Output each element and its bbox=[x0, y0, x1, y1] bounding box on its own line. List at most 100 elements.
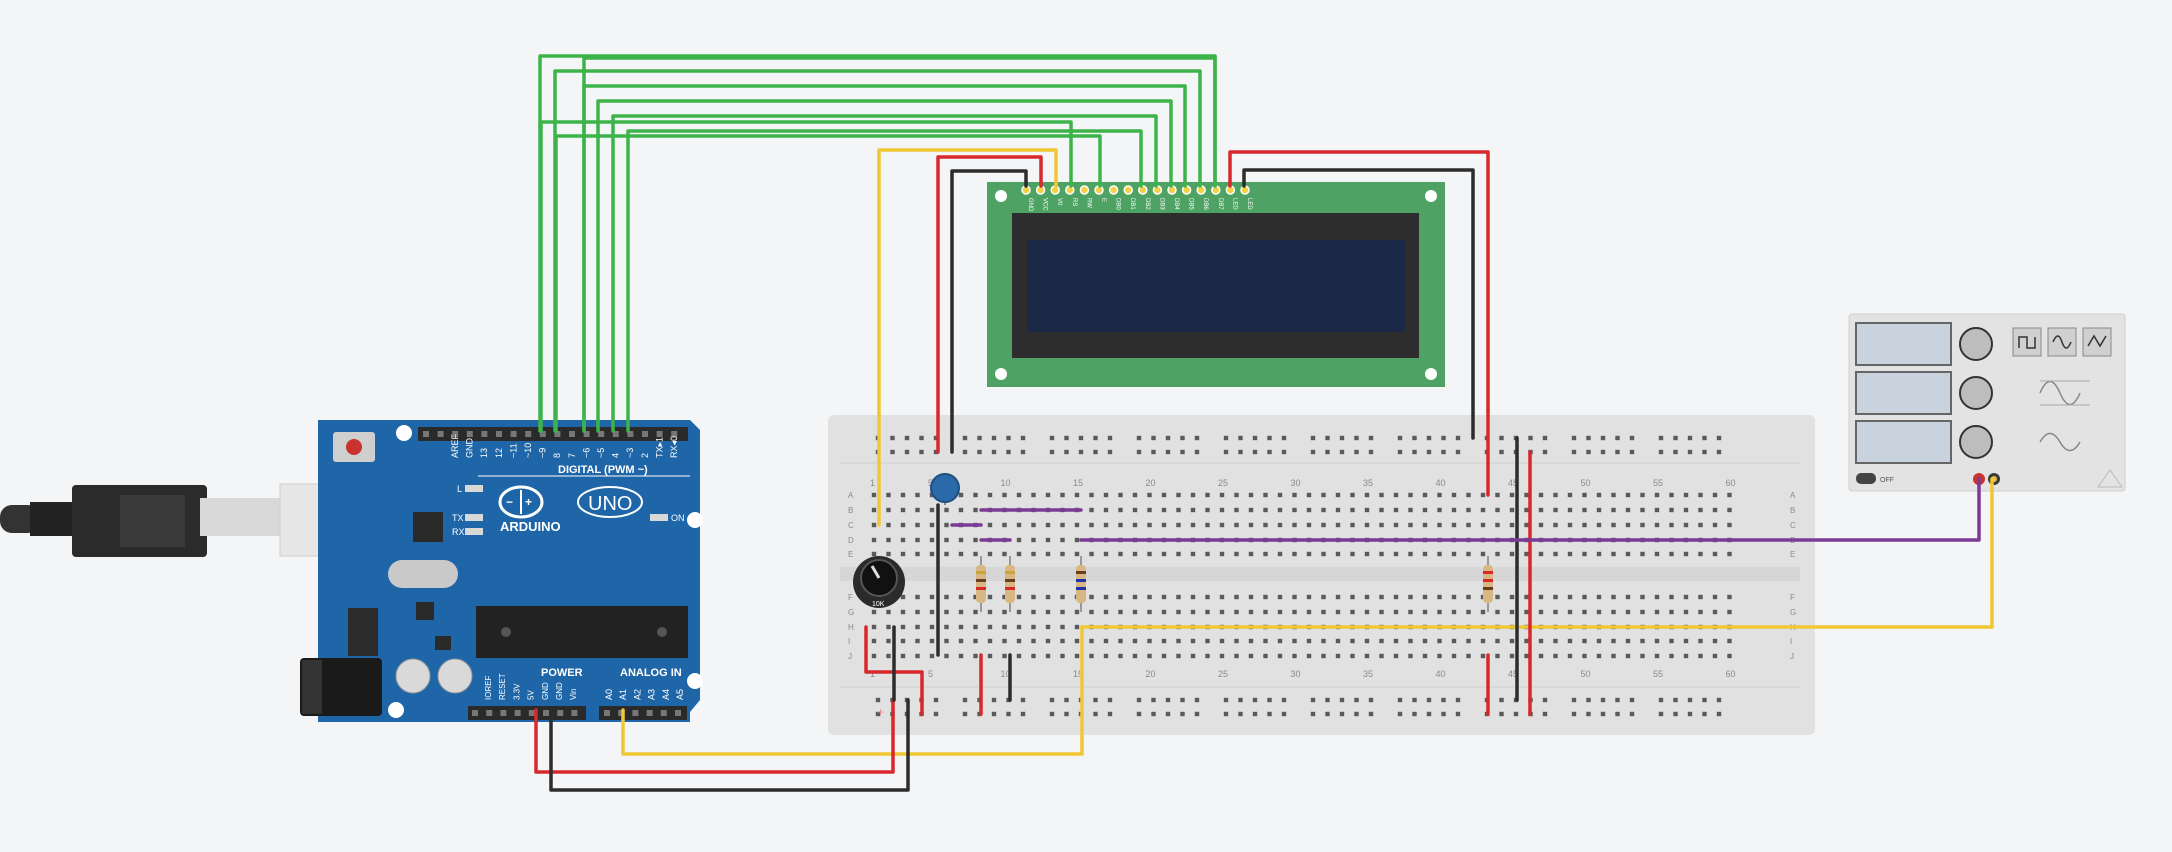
bb-hole[interactable] bbox=[1045, 551, 1051, 557]
rail-hole[interactable] bbox=[890, 435, 895, 441]
header-pin[interactable] bbox=[646, 710, 653, 716]
bb-hole[interactable] bbox=[1089, 653, 1094, 659]
bb-hole[interactable] bbox=[1553, 507, 1558, 513]
bb-hole[interactable] bbox=[1625, 551, 1631, 557]
bb-hole[interactable] bbox=[1176, 492, 1181, 498]
bb-hole[interactable] bbox=[1002, 522, 1007, 528]
bb-hole[interactable] bbox=[1016, 638, 1022, 644]
bb-hole[interactable] bbox=[1582, 609, 1587, 615]
bb-hole[interactable] bbox=[1016, 594, 1022, 600]
bb-hole[interactable] bbox=[1596, 594, 1602, 600]
bb-hole[interactable] bbox=[1466, 638, 1471, 644]
rail-hole[interactable] bbox=[1078, 435, 1084, 441]
bb-hole[interactable] bbox=[1263, 551, 1268, 557]
header-pin[interactable] bbox=[486, 710, 493, 716]
rail-hole[interactable] bbox=[1107, 449, 1113, 455]
bb-hole[interactable] bbox=[1379, 609, 1384, 615]
header-pin[interactable] bbox=[571, 710, 578, 716]
rail-hole[interactable] bbox=[1716, 697, 1722, 703]
bb-hole[interactable] bbox=[1147, 653, 1152, 659]
bb-hole[interactable] bbox=[1103, 638, 1109, 644]
bb-hole[interactable] bbox=[1045, 609, 1051, 615]
bb-hole[interactable] bbox=[1408, 594, 1413, 600]
bb-hole[interactable] bbox=[1234, 638, 1239, 644]
rail-hole[interactable] bbox=[1455, 711, 1461, 717]
bb-hole[interactable] bbox=[1074, 492, 1080, 498]
bb-hole[interactable] bbox=[1205, 522, 1210, 528]
bb-hole[interactable] bbox=[1031, 594, 1036, 600]
bb-hole[interactable] bbox=[1176, 638, 1181, 644]
bb-hole[interactable] bbox=[1480, 522, 1486, 528]
rail-hole[interactable] bbox=[1165, 449, 1171, 455]
rail-hole[interactable] bbox=[1006, 711, 1011, 717]
rail-hole[interactable] bbox=[1629, 449, 1635, 455]
rail-hole[interactable] bbox=[1107, 711, 1113, 717]
rail-hole[interactable] bbox=[1571, 697, 1577, 703]
rail-hole[interactable] bbox=[962, 435, 968, 441]
bb-hole[interactable] bbox=[1335, 522, 1341, 528]
rail-hole[interactable] bbox=[1165, 697, 1171, 703]
bb-hole[interactable] bbox=[1683, 638, 1689, 644]
bb-hole[interactable] bbox=[1625, 638, 1631, 644]
bb-hole[interactable] bbox=[1103, 594, 1109, 600]
bb-hole[interactable] bbox=[1277, 522, 1283, 528]
bb-hole[interactable] bbox=[944, 551, 949, 557]
rail-hole[interactable] bbox=[1441, 697, 1446, 703]
rail-hole[interactable] bbox=[1310, 435, 1316, 441]
rail-hole[interactable] bbox=[1354, 697, 1359, 703]
rail-hole[interactable] bbox=[1252, 449, 1258, 455]
bb-hole[interactable] bbox=[1422, 522, 1428, 528]
bb-hole[interactable] bbox=[1060, 522, 1065, 528]
rail-hole[interactable] bbox=[1499, 449, 1504, 455]
rail-hole[interactable] bbox=[1455, 449, 1461, 455]
bb-hole[interactable] bbox=[900, 507, 906, 513]
bb-hole[interactable] bbox=[1176, 507, 1181, 513]
bb-hole[interactable] bbox=[900, 551, 906, 557]
bb-hole[interactable] bbox=[1277, 492, 1283, 498]
bb-hole[interactable] bbox=[1190, 638, 1196, 644]
bb-hole[interactable] bbox=[1364, 492, 1370, 498]
bb-hole[interactable] bbox=[1437, 551, 1442, 557]
rail-hole[interactable] bbox=[1354, 711, 1359, 717]
bb-hole[interactable] bbox=[1089, 522, 1094, 528]
bb-hole[interactable] bbox=[871, 624, 877, 630]
wire-purple-fg[interactable] bbox=[1079, 477, 1981, 542]
bb-hole[interactable] bbox=[1524, 522, 1529, 528]
rail-hole[interactable] bbox=[1093, 697, 1098, 703]
bb-hole[interactable] bbox=[1321, 609, 1326, 615]
bb-hole[interactable] bbox=[1466, 551, 1471, 557]
bb-hole[interactable] bbox=[1393, 492, 1399, 498]
bb-hole[interactable] bbox=[1118, 638, 1123, 644]
bb-hole[interactable] bbox=[1524, 653, 1529, 659]
bb-hole[interactable] bbox=[1002, 492, 1007, 498]
lcd-pin[interactable] bbox=[1108, 185, 1119, 195]
bb-hole[interactable] bbox=[1727, 594, 1732, 600]
bb-hole[interactable] bbox=[1408, 609, 1413, 615]
bb-hole[interactable] bbox=[1698, 507, 1703, 513]
bb-hole[interactable] bbox=[1060, 624, 1065, 630]
rail-hole[interactable] bbox=[962, 697, 968, 703]
bb-hole[interactable] bbox=[944, 522, 949, 528]
rail-hole[interactable] bbox=[1006, 435, 1011, 441]
bb-hole[interactable] bbox=[1611, 522, 1616, 528]
rail-hole[interactable] bbox=[1716, 435, 1722, 441]
rail-hole[interactable] bbox=[1180, 435, 1185, 441]
bb-hole[interactable] bbox=[1161, 638, 1167, 644]
bb-hole[interactable] bbox=[944, 537, 949, 543]
bb-hole[interactable] bbox=[1393, 609, 1399, 615]
ceramic-capacitor[interactable] bbox=[930, 473, 960, 505]
bb-hole[interactable] bbox=[987, 551, 993, 557]
bb-hole[interactable] bbox=[1408, 638, 1413, 644]
bb-hole[interactable] bbox=[1654, 594, 1660, 600]
bb-hole[interactable] bbox=[1611, 594, 1616, 600]
rail-hole[interactable] bbox=[991, 711, 997, 717]
rail-hole[interactable] bbox=[1658, 449, 1664, 455]
bb-hole[interactable] bbox=[1205, 507, 1210, 513]
rail-hole[interactable] bbox=[1571, 435, 1577, 441]
rail-hole[interactable] bbox=[1339, 711, 1345, 717]
rail-hole[interactable] bbox=[1325, 711, 1330, 717]
header-pin[interactable] bbox=[642, 431, 648, 437]
bb-hole[interactable] bbox=[1654, 638, 1660, 644]
bb-hole[interactable] bbox=[1074, 537, 1080, 543]
